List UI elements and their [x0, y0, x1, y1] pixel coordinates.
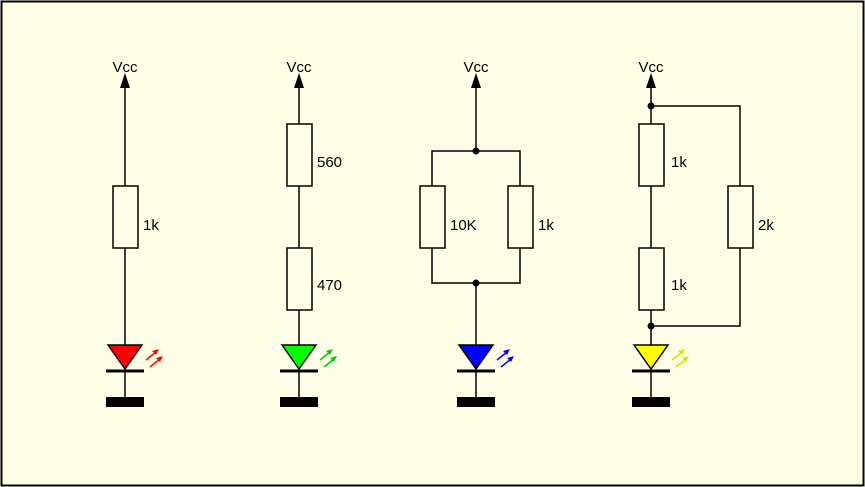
resistor-1k-top [638, 123, 665, 187]
resistor-label-2k: 2k [758, 217, 774, 234]
vcc-label-3: Vcc [463, 59, 489, 76]
wires-4 [650, 88, 741, 397]
circuit-2: Vcc 560 470 [280, 59, 342, 407]
circuit-1: Vcc 1k [106, 59, 163, 407]
resistor-label-470: 470 [317, 277, 342, 294]
light-emission-arrows-icon [671, 351, 687, 368]
junction-dot [647, 102, 655, 110]
resistor-1k [507, 185, 534, 249]
ground-bar [632, 397, 670, 407]
ground-bar [106, 397, 144, 407]
ground-bar [457, 397, 495, 407]
resistor-label-1k-bottom: 1k [671, 277, 687, 294]
light-emission-arrows-icon [145, 351, 161, 368]
vcc-label-2: Vcc [286, 59, 312, 76]
led-blue-icon [457, 344, 495, 371]
vcc-arrow-icon [646, 73, 656, 88]
resistor-label-1k: 1k [143, 217, 159, 234]
junction-dot [472, 147, 480, 155]
ground-bar [280, 397, 318, 407]
vcc-arrow-icon [294, 73, 304, 88]
resistor-1k-bottom [638, 247, 665, 311]
vcc-label-4: Vcc [638, 59, 664, 76]
circuit-4: Vcc 1k 1k 2k [632, 59, 774, 407]
resistor-2k [727, 185, 754, 249]
vcc-arrow-icon [120, 73, 130, 88]
resistor-470 [286, 247, 313, 311]
resistor-560 [286, 123, 313, 187]
resistor-1k [112, 185, 139, 249]
led-yellow-icon [632, 344, 670, 371]
led-green-icon [280, 344, 318, 371]
resistor-10k [419, 185, 446, 249]
resistor-label-1k-top: 1k [671, 154, 687, 171]
circuit-3: Vcc 10K 1k [419, 59, 554, 407]
resistor-label-10k: 10K [450, 217, 477, 234]
resistor-label-560: 560 [317, 154, 342, 171]
resistor-label-1k: 1k [538, 217, 554, 234]
led-red-icon [106, 344, 144, 371]
vcc-label-1: Vcc [112, 59, 138, 76]
junction-dot [472, 279, 480, 287]
junction-dot [647, 322, 655, 330]
vcc-arrow-icon [471, 73, 481, 88]
